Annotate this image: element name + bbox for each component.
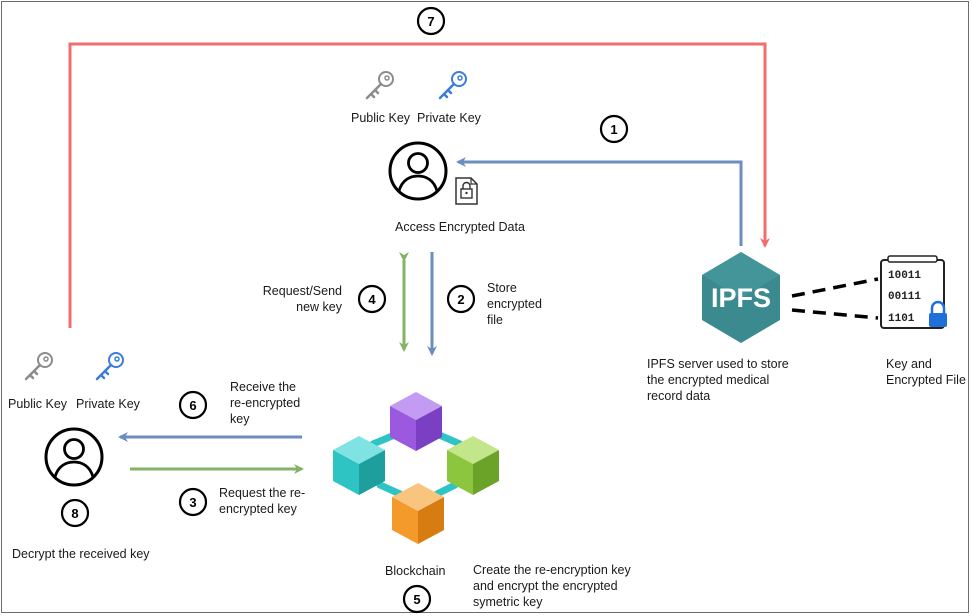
- bottom-public-key-icon: [24, 351, 54, 381]
- store-label-line3: file: [487, 313, 503, 327]
- step-4-marker: 4: [357, 284, 387, 314]
- blockchain-note-line1: Create the re-encryption key: [473, 563, 631, 577]
- ipfs-logo-icon: IPFS: [702, 252, 780, 343]
- ipfs-caption-line1: IPFS server used to store: [647, 357, 789, 371]
- step-8-marker: 8: [60, 498, 90, 528]
- blockchain-note-line3: symetric key: [473, 595, 543, 609]
- step-6-marker: 6: [178, 390, 208, 420]
- bottom-private-key-label: Private Key: [76, 397, 141, 411]
- cube-lime: [447, 436, 499, 495]
- dashed-link-upper: [791, 277, 879, 298]
- svg-text:5: 5: [413, 592, 420, 607]
- store-label-line1: Store: [487, 281, 517, 295]
- dashed-link-lower: [791, 308, 879, 320]
- cube-purple: [390, 392, 442, 451]
- bottom-user-caption: Decrypt the received key: [12, 547, 150, 561]
- receive-label-line3: key: [230, 412, 250, 426]
- svg-text:8: 8: [71, 506, 78, 521]
- svg-text:1: 1: [610, 122, 617, 137]
- request-send-label-line2: new key: [296, 300, 343, 314]
- step-2-marker: 2: [446, 284, 476, 314]
- encrypted-file-icon: 10011 00111 1101: [880, 255, 945, 329]
- step-5-marker: 5: [402, 584, 432, 614]
- bottom-user-icon: [44, 427, 104, 487]
- top-private-key-icon: [438, 70, 468, 100]
- red-arrow-step-7: [68, 42, 770, 328]
- svg-text:7: 7: [427, 14, 434, 29]
- padlock-icon: [929, 300, 947, 327]
- receive-label-line2: re-encrypted: [230, 396, 300, 410]
- encrypted-document-icon: [455, 177, 478, 205]
- blockchain-icon: [333, 392, 499, 544]
- store-label-line2: encrypted: [487, 297, 542, 311]
- top-user-caption: Access Encrypted Data: [395, 220, 525, 234]
- top-user-icon: [388, 141, 448, 201]
- ipfs-caption-line2: the encrypted medical: [647, 373, 769, 387]
- request-send-label-line1: Request/Send: [263, 284, 342, 298]
- svg-text:3: 3: [189, 495, 196, 510]
- top-public-key-label: Public Key: [351, 111, 411, 125]
- cube-orange: [392, 483, 444, 544]
- blockchain-note-line2: and encrypt the encrypted: [473, 579, 618, 593]
- file-caption-line1: Key and: [886, 357, 932, 371]
- step-1-marker: 1: [599, 114, 629, 144]
- request-reenc-label-line2: encrypted key: [219, 502, 298, 516]
- bottom-public-key-label: Public Key: [8, 397, 68, 411]
- request-reenc-label-line1: Request the re-: [219, 486, 305, 500]
- receive-label-line1: Receive the: [230, 380, 296, 394]
- step-7-marker: 7: [416, 6, 446, 36]
- file-caption-line2: Encrypted File: [886, 373, 966, 387]
- file-bits-row2: 00111: [888, 291, 921, 303]
- svg-text:6: 6: [189, 398, 196, 413]
- top-private-key-label: Private Key: [417, 111, 482, 125]
- bottom-private-key-icon: [95, 351, 125, 381]
- blockchain-caption: Blockchain: [385, 564, 445, 578]
- svg-text:4: 4: [368, 292, 376, 307]
- ipfs-caption-line3: record data: [647, 389, 710, 403]
- svg-text:2: 2: [457, 292, 464, 307]
- blue-arrow-step-1: [456, 157, 743, 246]
- ipfs-logo-text: IPFS: [711, 283, 771, 313]
- top-public-key-icon: [365, 70, 395, 100]
- step-3-marker: 3: [178, 487, 208, 517]
- file-bits-row3: 1101: [888, 313, 915, 325]
- file-bits-row1: 10011: [888, 270, 921, 282]
- cube-teal: [333, 436, 385, 495]
